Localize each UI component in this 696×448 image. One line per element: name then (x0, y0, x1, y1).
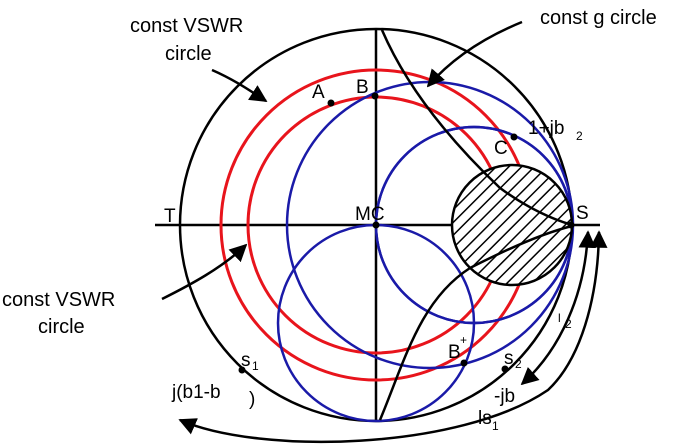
label-const-vswr-left-1: const VSWR (2, 289, 115, 311)
label-s2-sub: 2 (515, 357, 522, 371)
label-point-b-prime-mark: + (460, 333, 467, 347)
label-ls1: ls (478, 408, 492, 429)
point-a-dot (327, 99, 335, 107)
label-point-s: S (576, 203, 589, 224)
label-point-c: C (494, 138, 508, 159)
label-const-vswr-top-2: circle (165, 43, 212, 65)
arc-l2 (520, 230, 596, 386)
label-jb2-sub: 2 (576, 129, 583, 143)
label-point-a: A (312, 82, 325, 103)
label-s2: s (504, 348, 514, 369)
label-point-b: B (356, 77, 369, 98)
label-ls1-sub: 1 (492, 419, 499, 433)
arrow-const-vswr-left (161, 243, 248, 301)
label-const-vswr-top-1: const VSWR (130, 15, 243, 37)
label-neg-jb: -jb (494, 386, 515, 407)
label-point-mc: MC (355, 204, 385, 225)
point-jb2-dot (510, 133, 518, 141)
label-point-b-prime: B (448, 342, 461, 363)
point-s-dot (567, 221, 575, 229)
point-b-dot (371, 92, 379, 100)
arrow-const-vswr-top (211, 68, 268, 103)
point-mc-dot (372, 221, 380, 229)
label-l2-sub: 2 (565, 317, 572, 331)
label-const-vswr-left-2: circle (38, 316, 85, 338)
arrow-const-g (426, 20, 523, 88)
label-s1-sub: 1 (252, 359, 259, 373)
label-l2: l (558, 311, 561, 325)
upper-black-curve (380, 29, 573, 227)
label-const-g: const g circle (540, 7, 657, 29)
label-jb2: 1+jb (528, 118, 564, 139)
point-b-prime-dot (460, 359, 468, 367)
label-j-b1-b: j(b1-b (171, 382, 221, 403)
label-s1: s (241, 350, 251, 371)
label-j-b1-b-close: ) (249, 389, 255, 410)
label-point-t: T (164, 206, 176, 227)
